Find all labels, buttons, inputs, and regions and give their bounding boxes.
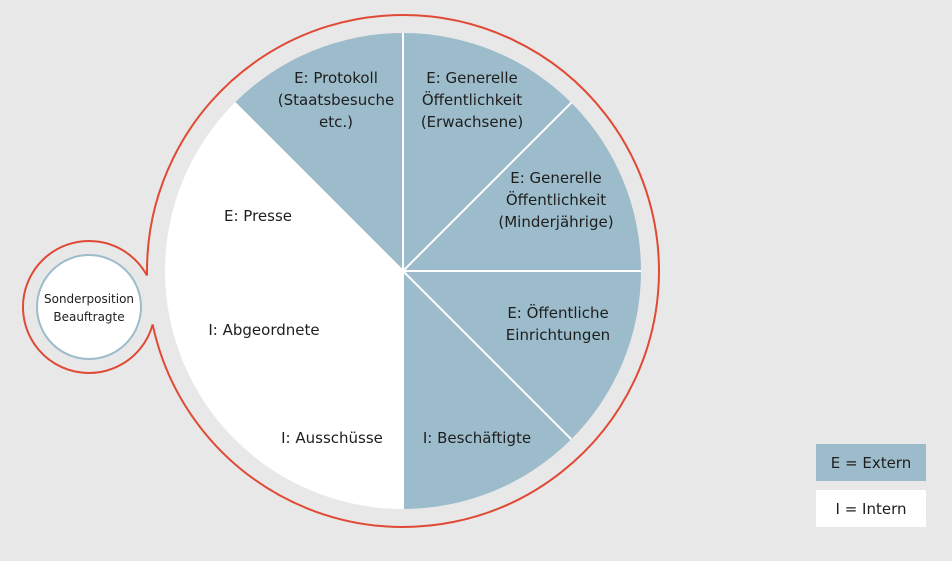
sonderposition-label-line2: Beauftragte — [53, 310, 124, 324]
segment-label-abgeordnete-line1: I: Abgeordnete — [208, 321, 319, 339]
legend-extern: E = Extern — [816, 444, 926, 481]
legend-intern-label: I = Intern — [835, 499, 907, 518]
segment-abgeordnete — [165, 102, 403, 271]
segment-label-ausschuesse-line1: I: Ausschüsse — [281, 429, 383, 447]
segment-label-generelle-minderjaehrige-line3: (Minderjährige) — [498, 213, 613, 231]
segment-labels: E: Protokoll (Staatsbesuche etc.) E: Genere… — [208, 69, 613, 447]
segment-divider — [402, 102, 572, 272]
segment-label-oeffentliche-einrichtungen-line2: Einrichtungen — [506, 326, 610, 344]
segment-label-generelle-erwachsene-line1: E: Generelle — [426, 69, 518, 87]
wheel-segments — [165, 33, 641, 509]
segment-presse — [234, 33, 403, 271]
segment-label-protokoll-line3: etc.) — [319, 113, 353, 131]
segment-label-generelle-erwachsene-line3: (Erwachsene) — [421, 113, 523, 131]
segment-label-oeffentliche-einrichtungen-line1: E: Öffentliche — [507, 303, 608, 322]
segment-generelle-erwachsene — [403, 102, 641, 271]
segment-label-protokoll-line2: (Staatsbesuche — [278, 91, 394, 109]
segment-dividers — [165, 33, 641, 509]
legend-extern-label: E = Extern — [830, 453, 912, 472]
segment-generelle-minderjaehrige — [403, 271, 641, 440]
segment-label-beschaeftigte-line1: I: Beschäftigte — [423, 429, 531, 447]
sonderposition-label-line1: Sonderposition — [44, 292, 134, 306]
segment-beschaeftigte — [234, 271, 403, 509]
segment-oeffentliche-einrichtungen — [403, 271, 572, 509]
segment-divider — [234, 270, 404, 440]
segment-protokoll — [403, 33, 572, 271]
segment-divider — [234, 102, 404, 272]
segment-label-presse-line1: E: Presse — [224, 207, 292, 225]
segment-label-generelle-minderjaehrige-line2: Öffentlichkeit — [506, 190, 606, 209]
segment-label-generelle-minderjaehrige-line1: E: Generelle — [510, 169, 602, 187]
outer-outline — [22, 14, 660, 528]
segment-divider — [402, 270, 572, 440]
sonderposition-circle — [36, 254, 142, 360]
segment-label-generelle-erwachsene-line2: Öffentlichkeit — [422, 90, 522, 109]
legend-intern: I = Intern — [816, 490, 926, 527]
segment-label-protokoll-line1: E: Protokoll — [294, 69, 378, 87]
segment-ausschuesse — [165, 271, 403, 440]
